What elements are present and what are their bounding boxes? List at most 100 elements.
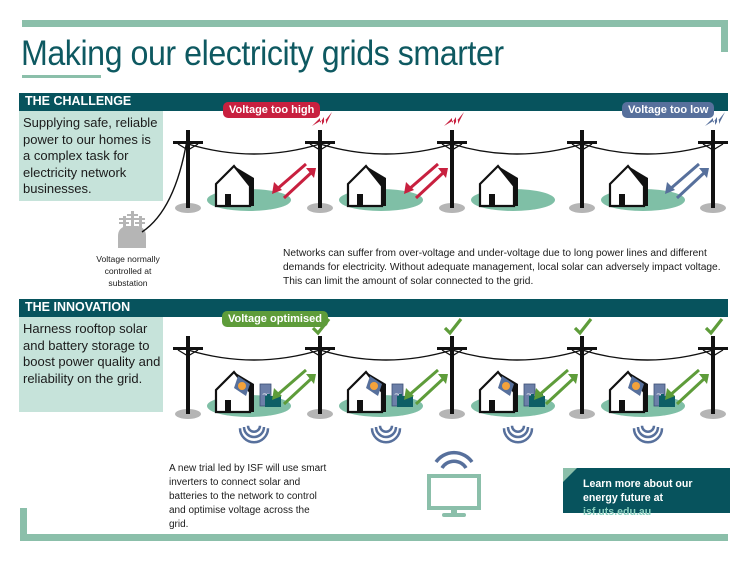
house-icon [601, 164, 685, 211]
power-line [581, 143, 714, 155]
arrow-head [534, 388, 544, 400]
pole-brace [441, 349, 463, 357]
power-line [451, 349, 583, 361]
bidirectional-flow-arrows-icon [665, 162, 709, 200]
voltage-optimised-badge: Voltage optimised [222, 311, 328, 327]
wifi-signal-icon [370, 425, 402, 444]
innovation-description: A new trial led by ISF will use smart in… [169, 463, 327, 530]
wifi-signal-icon [238, 425, 270, 444]
learn-more-callout[interactable]: Learn more about our energy future at is… [563, 468, 730, 518]
house-door [357, 400, 363, 412]
arrow-line [275, 162, 307, 192]
ac-wave-glyph: ~ [526, 390, 534, 400]
pole-post [450, 336, 454, 414]
check-icon [704, 318, 724, 336]
house-door [357, 194, 363, 206]
utility-pole-icon [698, 130, 728, 213]
arrow-head [665, 388, 675, 400]
arrow-line [282, 376, 314, 406]
battery-terminal [661, 394, 664, 396]
pole-brace [571, 349, 593, 357]
wifi-arc [636, 426, 660, 439]
sun-glyph [238, 382, 246, 390]
pole-post [186, 130, 190, 208]
pole-post [580, 130, 584, 208]
challenge-intro-box: Supplying safe, reliable power to our ho… [19, 111, 163, 201]
innovation-section-bar: THE INNOVATION [19, 299, 728, 317]
arrow-head [306, 168, 316, 178]
arrow-head [272, 182, 282, 194]
challenge-section-label: THE CHALLENGE [25, 94, 132, 108]
pole-post [318, 130, 322, 208]
battery-icon [397, 396, 413, 407]
pole-crossarm [305, 347, 335, 350]
frame-top-right-border [721, 20, 728, 52]
house-icon [339, 164, 423, 211]
house-door [489, 400, 495, 412]
battery-terminal [267, 394, 270, 396]
arrow-line [537, 368, 569, 398]
pole-post [711, 336, 715, 414]
arrow-line [675, 170, 707, 200]
pole-brace [702, 349, 724, 357]
arrow-line [668, 368, 700, 398]
house-door [225, 194, 231, 206]
utility-pole-icon [437, 336, 467, 419]
utility-pole-icon [567, 336, 597, 419]
house-front [346, 164, 384, 208]
power-line [319, 349, 453, 361]
pole-crossarm [698, 347, 728, 350]
sun-glyph [502, 382, 510, 390]
arrow-line [414, 170, 446, 200]
frame-top-border [22, 20, 728, 27]
power-line [319, 143, 453, 155]
pole-post [186, 336, 190, 414]
arrow-line [544, 376, 576, 406]
arrow-line [414, 376, 446, 406]
ac-wave-glyph: ~ [394, 390, 402, 400]
lightning-icon [705, 112, 725, 126]
pole-crossarm [567, 347, 597, 350]
page-title: Making our electricity grids smarter [21, 34, 504, 73]
substation-caption: Voltage normally controlled at substatio… [96, 254, 160, 288]
pole-post [711, 130, 715, 208]
battery-icon [529, 396, 545, 407]
bidirectional-flow-arrows-icon [665, 368, 709, 406]
lightning-icon [312, 112, 332, 126]
arrow-head [404, 182, 414, 194]
innovation-intro-box: Harness rooftop solar and battery storag… [19, 317, 163, 412]
pole-brace [177, 143, 199, 151]
power-line [581, 349, 714, 361]
substation-icon [118, 211, 146, 248]
arrow-line [407, 162, 439, 192]
challenge-intro-text: Supplying safe, reliable power to our ho… [23, 115, 158, 196]
isf-website-link[interactable]: isf.uts.edu.au [583, 506, 652, 518]
bidirectional-flow-arrows-icon [404, 162, 448, 200]
arrow-head [306, 374, 316, 384]
wifi-arc [378, 425, 394, 434]
house-front [478, 164, 516, 208]
innovation-section-label: THE INNOVATION [25, 300, 131, 314]
solar-house-icon: ~ [207, 370, 291, 417]
battery-terminal [399, 394, 402, 396]
utility-pole-icon [173, 130, 203, 213]
pole-brace [177, 349, 199, 357]
challenge-scene [173, 112, 728, 213]
bidirectional-flow-arrows-icon [272, 368, 316, 406]
learn-more-prefix: Learn more about our energy future at [583, 478, 693, 504]
house-front [214, 164, 252, 208]
power-line [187, 349, 321, 361]
arrow-head [438, 374, 448, 384]
arrow-head [665, 182, 675, 194]
wifi-arc [502, 428, 534, 444]
battery-icon [659, 396, 675, 407]
arrow-head [699, 168, 709, 178]
battery-terminal [531, 394, 534, 396]
wifi-arc [506, 426, 530, 439]
arrow-head [272, 388, 282, 400]
utility-pole-icon [698, 336, 728, 419]
power-line [451, 143, 583, 155]
challenge-description: Networks can suffer from over-voltage an… [283, 248, 721, 287]
pole-crossarm [437, 347, 467, 350]
solar-house-icon: ~ [601, 370, 685, 417]
